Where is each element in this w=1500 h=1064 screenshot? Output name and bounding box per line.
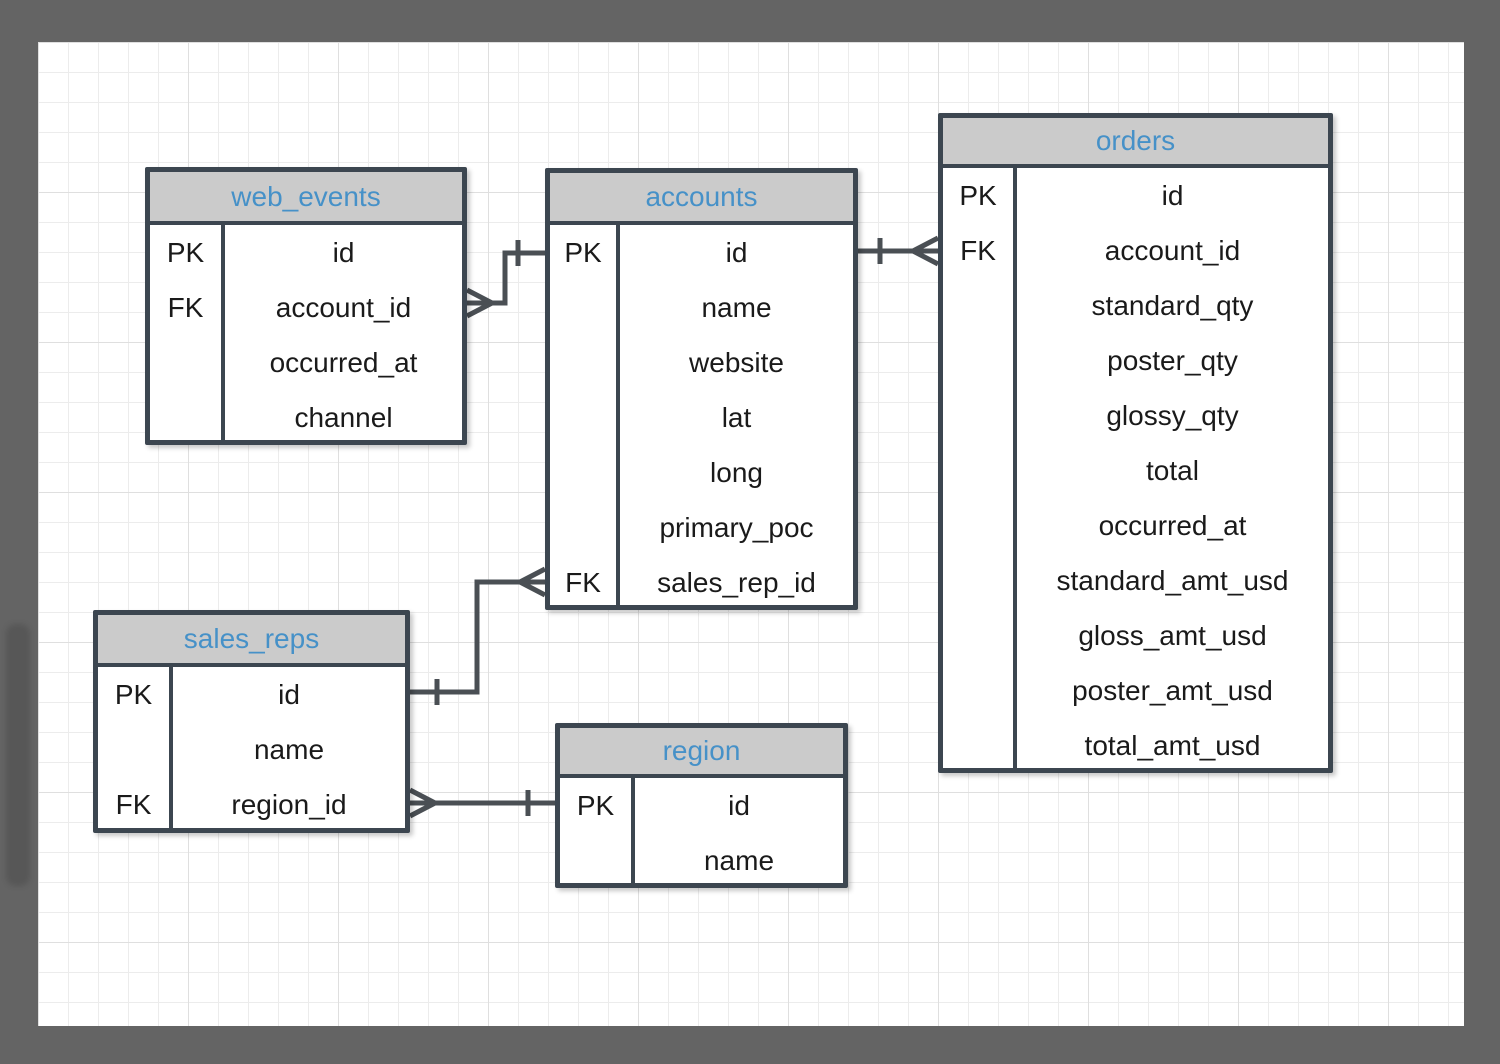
left-edge-artifact <box>6 624 30 886</box>
entity-title: web_events <box>231 181 381 212</box>
field-name[interactable]: id <box>725 237 748 268</box>
field-name[interactable]: poster_qty <box>1107 345 1238 376</box>
key-column: PK FK <box>98 667 173 828</box>
field-name[interactable]: name <box>253 734 325 765</box>
key-badge <box>943 498 1013 553</box>
field-name[interactable]: website <box>689 347 784 378</box>
entity-title: region <box>662 735 741 766</box>
key-badge <box>550 280 616 335</box>
key-badge <box>560 833 631 888</box>
field-name[interactable]: primary_poc <box>659 512 814 543</box>
key-badge: PK <box>959 180 997 211</box>
crow-foot-many-icon <box>408 787 437 819</box>
key-badge <box>150 390 221 445</box>
field-name[interactable]: name <box>703 845 775 876</box>
key-badge: FK <box>115 789 152 820</box>
crow-foot-many-icon <box>911 235 940 267</box>
key-badge <box>550 445 616 500</box>
field-name[interactable]: long <box>710 457 763 488</box>
key-badge <box>943 278 1013 333</box>
key-badge <box>98 722 169 777</box>
entity-title: sales_reps <box>183 623 320 654</box>
key-badge <box>550 500 616 555</box>
field-name[interactable]: id <box>278 679 300 710</box>
key-badge <box>150 335 221 390</box>
key-column: PK FK <box>550 225 620 605</box>
field-name[interactable]: poster_amt_usd <box>1072 675 1273 706</box>
key-badge <box>943 388 1013 443</box>
key-badge <box>550 390 616 445</box>
entity-header[interactable]: sales_reps <box>98 615 405 667</box>
entity-header[interactable]: accounts <box>550 173 853 225</box>
entity-header[interactable]: orders <box>943 118 1328 168</box>
field-name[interactable]: occurred_at <box>269 347 418 378</box>
key-badge: PK <box>564 237 602 268</box>
connector-line <box>467 250 545 306</box>
key-badge: PK <box>576 790 615 821</box>
entity-title: orders <box>1095 125 1176 156</box>
key-badge <box>943 553 1013 608</box>
entity-header[interactable]: web_events <box>150 172 462 225</box>
attribute-column: id name <box>635 778 843 883</box>
key-column: PK <box>560 778 635 883</box>
attribute-column: id name website lat long primary_poc sales_rep… <box>620 225 853 605</box>
field-name[interactable]: region_id <box>231 789 347 820</box>
field-name[interactable]: account_id <box>275 292 412 323</box>
relationship-accounts-orders[interactable] <box>858 235 940 267</box>
field-name[interactable]: total_amt_usd <box>1084 730 1261 761</box>
field-name[interactable]: total <box>1146 455 1199 486</box>
key-badge: PK <box>114 679 153 710</box>
entity-header[interactable]: region <box>560 728 843 778</box>
field-name[interactable]: channel <box>294 402 393 433</box>
field-name[interactable]: occurred_at <box>1098 510 1247 541</box>
field-name[interactable]: sales_rep_id <box>657 567 816 598</box>
entity-body: PK id name <box>560 778 843 883</box>
field-name[interactable]: glossy_qty <box>1106 400 1239 431</box>
attribute-column: id name region_id <box>173 667 405 828</box>
connector-line <box>410 579 545 695</box>
key-badge <box>943 608 1013 663</box>
key-badge <box>550 335 616 390</box>
field-name[interactable]: id <box>728 790 750 821</box>
key-badge <box>943 663 1013 718</box>
field-name[interactable]: lat <box>721 402 752 433</box>
relationship-sales_reps-accounts[interactable] <box>410 566 547 705</box>
field-name[interactable]: standard_qty <box>1091 290 1254 321</box>
key-badge <box>943 718 1013 773</box>
key-column: PK FK <box>943 168 1017 768</box>
field-name[interactable]: name <box>701 292 772 323</box>
field-name[interactable]: id <box>1161 180 1184 211</box>
entity-body: PK FK id name region_id <box>98 667 405 828</box>
key-badge: FK <box>167 292 204 323</box>
field-name[interactable]: standard_amt_usd <box>1056 565 1289 596</box>
key-badge <box>943 443 1013 498</box>
entity-title: accounts <box>645 181 758 212</box>
crow-foot-many-icon <box>518 566 547 598</box>
key-badge: FK <box>960 235 996 266</box>
relationship-web_events-accounts[interactable] <box>465 240 545 319</box>
field-name[interactable]: account_id <box>1104 235 1241 266</box>
key-badge <box>943 333 1013 388</box>
key-badge: PK <box>166 237 205 268</box>
key-column: PK FK <box>150 225 225 440</box>
crow-foot-many-icon <box>465 287 494 319</box>
field-name[interactable]: id <box>332 237 355 268</box>
relationship-sales_reps-region[interactable] <box>408 787 555 819</box>
field-name[interactable]: gloss_amt_usd <box>1078 620 1267 651</box>
key-badge: FK <box>565 567 601 598</box>
